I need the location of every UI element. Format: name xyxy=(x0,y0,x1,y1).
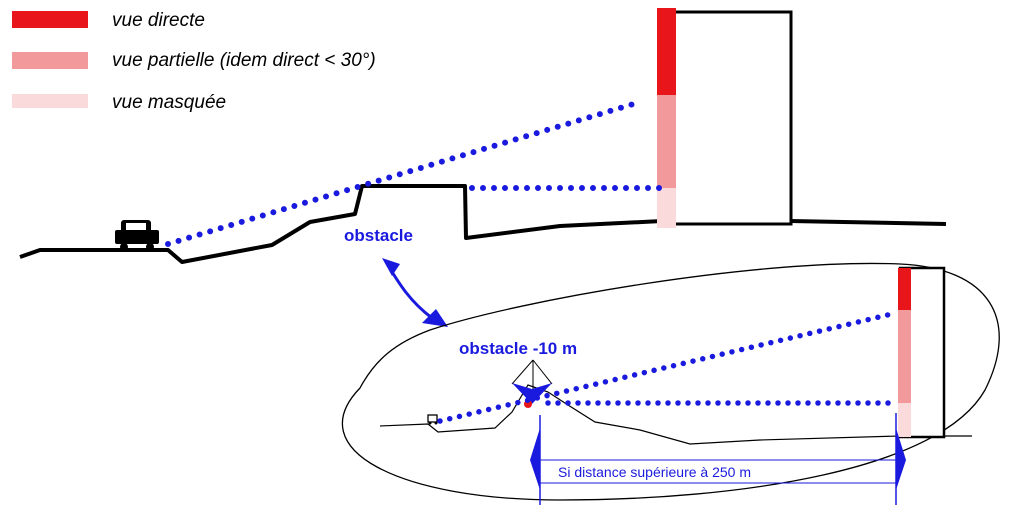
arrow-tail-icon xyxy=(382,258,400,276)
obstacle-pointer-left xyxy=(511,359,534,385)
inset-terrain xyxy=(379,384,972,445)
down-arrow-icon xyxy=(512,383,552,404)
inset-sightline-upper xyxy=(437,310,899,424)
inset-building xyxy=(898,266,946,439)
legend-swatch-direct xyxy=(12,11,88,28)
legend-swatch-partial xyxy=(12,52,88,69)
legend-label-direct: vue directe xyxy=(112,10,205,31)
distance-dimension: Si distance supérieure à 250 m xyxy=(530,413,906,505)
building xyxy=(657,8,793,228)
legend-label-partial: vue partielle (idem direct < 30°) xyxy=(112,50,376,71)
distance-label: Si distance supérieure à 250 m xyxy=(558,464,751,480)
legend-swatch-masked xyxy=(12,94,88,108)
obstacle-minus-label: obstacle -10 m xyxy=(459,339,577,358)
car-icon xyxy=(115,220,159,251)
obstacle-label: obstacle xyxy=(344,226,413,245)
building-zone-direct xyxy=(657,8,676,95)
sightline-upper xyxy=(165,99,643,247)
inset-zone-direct xyxy=(898,268,911,310)
distance-arrow-left-icon xyxy=(530,428,540,490)
top-scene: obstacle xyxy=(19,8,947,327)
small-car-icon xyxy=(427,414,438,425)
terrain-profile xyxy=(19,184,947,264)
building-zone-masked xyxy=(657,188,676,228)
legend: vue directe vue partielle (idem direct <… xyxy=(12,10,376,113)
inset-zone-partial xyxy=(898,310,911,403)
obstacle-pointer-right xyxy=(532,359,553,385)
inset-scene: obstacle -10 m Si distance supérieure à … xyxy=(341,262,1000,505)
arrow-head-icon xyxy=(422,309,448,327)
inset-zone-masked xyxy=(898,403,911,437)
inset-ellipse xyxy=(341,262,1000,501)
legend-label-masked: vue masquée xyxy=(112,92,226,113)
building-zone-partial xyxy=(657,95,676,188)
distance-arrow-right-icon xyxy=(896,428,906,490)
building-outline xyxy=(658,10,793,226)
